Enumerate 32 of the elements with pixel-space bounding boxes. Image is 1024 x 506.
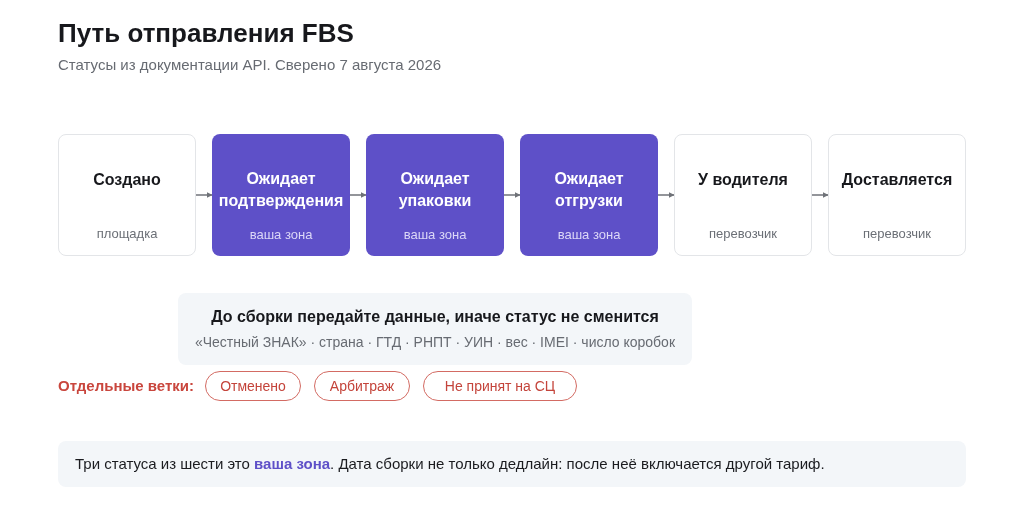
arrow	[503, 192, 521, 198]
status-name: Ожидает подтверждения	[217, 169, 345, 211]
status-name: Создано	[93, 170, 161, 190]
status-tag: Отменено	[205, 371, 301, 401]
status-tag: Арбитраж	[314, 371, 410, 401]
status-card	[58, 134, 196, 256]
status-card	[212, 134, 350, 256]
note-heading: До сборки передайте данные, иначе статус не сменится	[211, 307, 659, 327]
data-fields-list: «Честный ЗНАК» · страна · ГТД · РНПТ · УИН · вес · IMEI · число коробок	[194, 333, 676, 351]
status-name: Ожидает упаковки	[397, 169, 473, 211]
status-card	[520, 134, 658, 256]
status-card	[828, 134, 966, 256]
status-card	[366, 134, 504, 256]
status-name: Ожидает отгрузки	[553, 169, 625, 211]
owner-label: перевозчик	[863, 225, 931, 243]
status-name: У водителя	[698, 170, 788, 190]
arrow	[811, 192, 829, 198]
owner-label: площадка	[96, 225, 158, 243]
owner-label: ваша зона	[403, 226, 467, 244]
subtitle: Статусы из документации API. Сверено 7 августа 2026	[58, 55, 442, 75]
owner-label: ваша зона	[557, 226, 621, 244]
info-text: Три статуса из шести это ваша зона. Дата сборки не только дедлайн: после неё включается другой тариф.	[75, 454, 825, 474]
branches-label: Отдельные ветки:	[58, 376, 195, 396]
owner-label: перевозчик	[709, 225, 777, 243]
status-card	[674, 134, 812, 256]
arrow	[195, 192, 213, 198]
arrow	[657, 192, 675, 198]
status-tag: Не принят на СЦ	[423, 371, 577, 401]
status-name: Доставляется	[841, 170, 953, 190]
owner-label: ваша зона	[249, 226, 313, 244]
page-title: Путь отправления FBS	[58, 17, 354, 49]
arrow	[349, 192, 367, 198]
